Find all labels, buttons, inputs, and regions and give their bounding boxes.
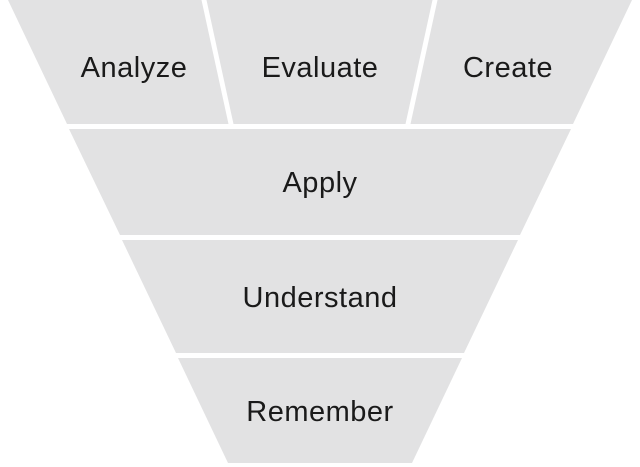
segment-remember-label: Remember bbox=[246, 396, 393, 428]
segment-analyze-shape bbox=[8, 0, 229, 124]
segment-create-shape bbox=[410, 0, 632, 124]
segment-evaluate-shape bbox=[206, 0, 433, 124]
segment-remember-shape bbox=[178, 358, 462, 463]
segment-apply-shape bbox=[69, 129, 571, 235]
segment-create-label: Create bbox=[463, 52, 553, 84]
segment-understand-shape bbox=[122, 240, 518, 353]
segment-understand-label: Understand bbox=[243, 282, 398, 314]
segment-evaluate-label: Evaluate bbox=[262, 52, 379, 84]
segment-analyze-label: Analyze bbox=[81, 52, 188, 84]
segment-apply-label: Apply bbox=[282, 167, 357, 199]
